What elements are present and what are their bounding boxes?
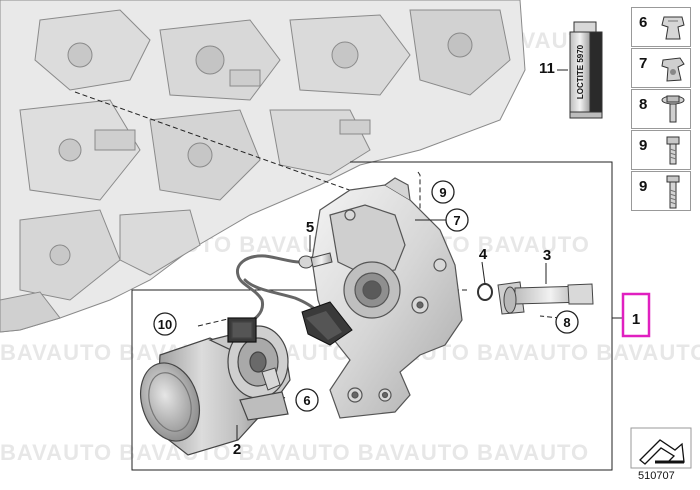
callout-9: 9 [431,180,455,204]
svg-text:1: 1 [632,311,640,328]
svg-text:7: 7 [453,213,460,228]
callout-1-highlight: 1 [621,292,651,338]
callout-7: 7 [445,208,469,232]
direction-arrow-icon [630,427,692,469]
side-part-row: 7 [631,48,691,88]
callout-10: 10 [153,312,177,336]
side-part-row: 9 [631,130,691,170]
part-label: 9 [639,137,648,154]
svg-text:LOCTITE 5970: LOCTITE 5970 [576,44,585,99]
svg-text:6: 6 [303,393,310,408]
o-ring-part-4 [477,283,493,301]
watermark: BAVAUTO BAVAUTO BAVAUTO BAVAUTO BAVAUTO [0,440,590,465]
side-part-row: 9 [631,171,691,211]
clip-icon [661,57,685,82]
svg-text:9: 9 [439,185,446,200]
diagram-reference-number: 510707 [638,470,675,482]
engine-block [0,0,526,333]
pump-housing [311,177,463,419]
clip-icon [661,16,685,40]
callout-6: 6 [295,388,319,412]
part-label: 6 [639,14,648,31]
wiring-harness [235,254,320,327]
bolt-icon [666,175,680,209]
bolt-icon [666,136,680,165]
clip-part-6 [261,367,281,391]
callout-5: 5 [306,219,314,236]
callout-4: 4 [479,246,488,263]
callout-11: 11 [539,60,555,77]
callout-leaders [236,219,547,440]
assembly-frame [131,161,613,471]
callout-3: 3 [543,247,551,264]
part-label: 9 [639,178,648,195]
callout-8: 8 [555,310,579,334]
svg-text:8: 8 [563,315,570,330]
flange-bolt-icon [661,95,685,123]
pump-motor [140,317,291,456]
side-part-row: 8 [631,89,691,129]
part-label: 7 [639,55,648,72]
callout-2: 2 [233,441,241,458]
side-part-row: 6 [631,7,691,47]
pipe-part-3 [497,281,594,315]
bolt-part-5 [298,252,333,269]
svg-text:10: 10 [158,317,172,332]
part-label: 8 [639,96,648,113]
connector [301,301,353,346]
sealant-tube: LOCTITE 5970 [569,21,603,119]
